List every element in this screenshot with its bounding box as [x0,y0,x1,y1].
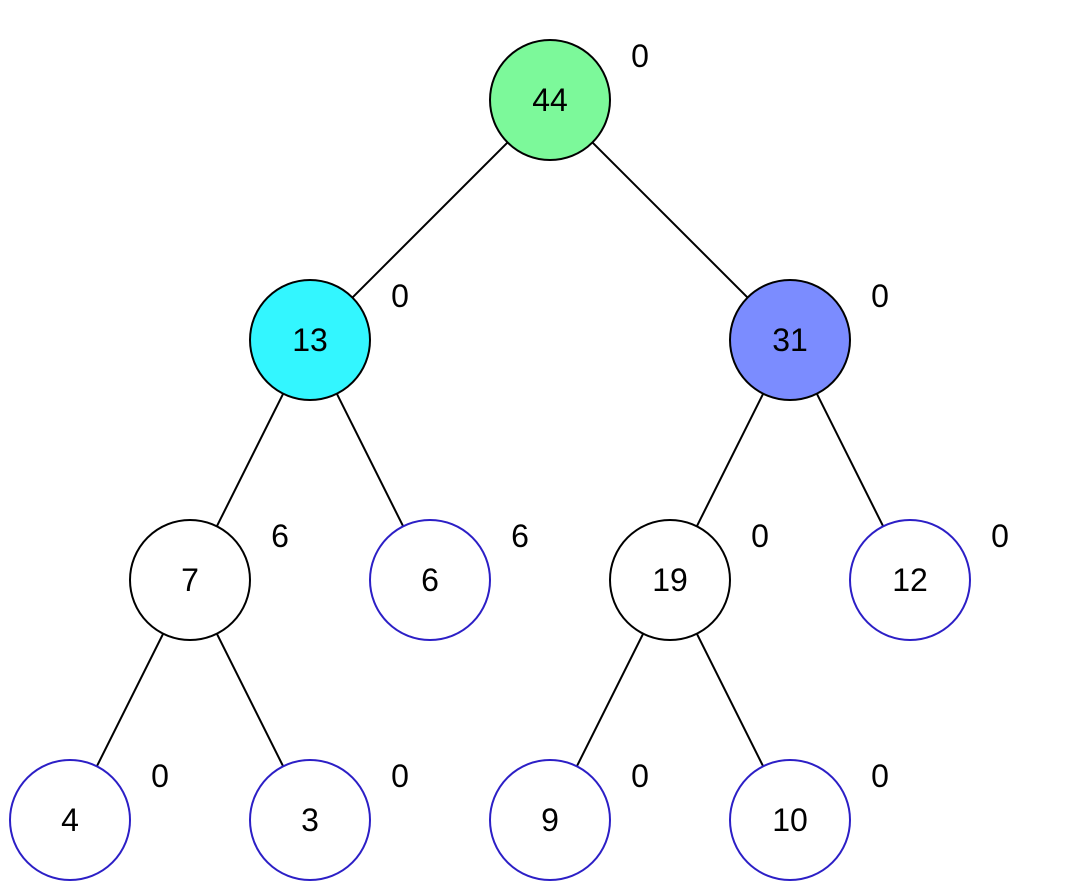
node-annotation: 0 [391,758,409,794]
node-annotation: 6 [511,518,529,554]
node-value: 19 [652,562,688,598]
node-annotation: 0 [631,38,649,74]
node-value: 7 [181,562,199,598]
node-annotation: 0 [151,758,169,794]
tree-edge-n44-n13 [351,141,509,299]
tree-edge-n31-n12 [815,393,885,527]
node-annotation: 6 [271,518,289,554]
node-value: 6 [421,562,439,598]
node-circle [729,279,851,401]
tree-edge-n31-n19 [695,393,765,527]
tree-node-19: 19 0 [609,518,769,641]
tree-edge-n13-n7 [215,393,285,527]
node-annotation: 0 [991,518,1009,554]
tree-edge-n19-n9 [575,633,645,767]
node-annotation: 0 [391,278,409,314]
node-circle [249,759,371,881]
node-value: 3 [301,802,319,838]
node-circle [129,519,251,641]
node-value: 9 [541,802,559,838]
tree-node-6: 66 [369,518,529,641]
node-annotation: 0 [871,758,889,794]
tree-node-4: 40 [9,758,169,881]
node-value: 44 [532,82,568,118]
tree-node-44: 44 0 [489,38,649,161]
tree-node-12: 12 0 [849,518,1009,641]
tree-node-10: 10 0 [729,758,889,881]
node-value: 4 [61,802,79,838]
tree-node-3: 30 [249,758,409,881]
node-value: 13 [292,322,328,358]
node-value: 10 [772,802,808,838]
node-annotation: 0 [871,278,889,314]
tree-node-13: 13 0 [249,278,409,401]
node-value: 12 [892,562,928,598]
tree-edge-n13-n6 [335,393,405,527]
node-circle [249,279,371,401]
tree-edge-n19-n10 [695,633,765,767]
node-annotation: 0 [631,758,649,794]
node-circle [849,519,971,641]
tree-node-31: 31 0 [729,278,889,401]
node-circle [369,519,491,641]
node-circle [489,759,611,881]
node-circle [609,519,731,641]
tree-edges [95,141,885,767]
node-circle [9,759,131,881]
node-value: 31 [772,322,808,358]
tree-edge-n7-n3 [215,633,285,767]
node-annotation: 0 [751,518,769,554]
node-circle [489,39,611,161]
tree-node-7: 76 [129,518,289,641]
tree-edge-n44-n31 [591,141,749,299]
tree-edge-n7-n4 [95,633,165,767]
node-circle [729,759,851,881]
tree-node-9: 90 [489,758,649,881]
